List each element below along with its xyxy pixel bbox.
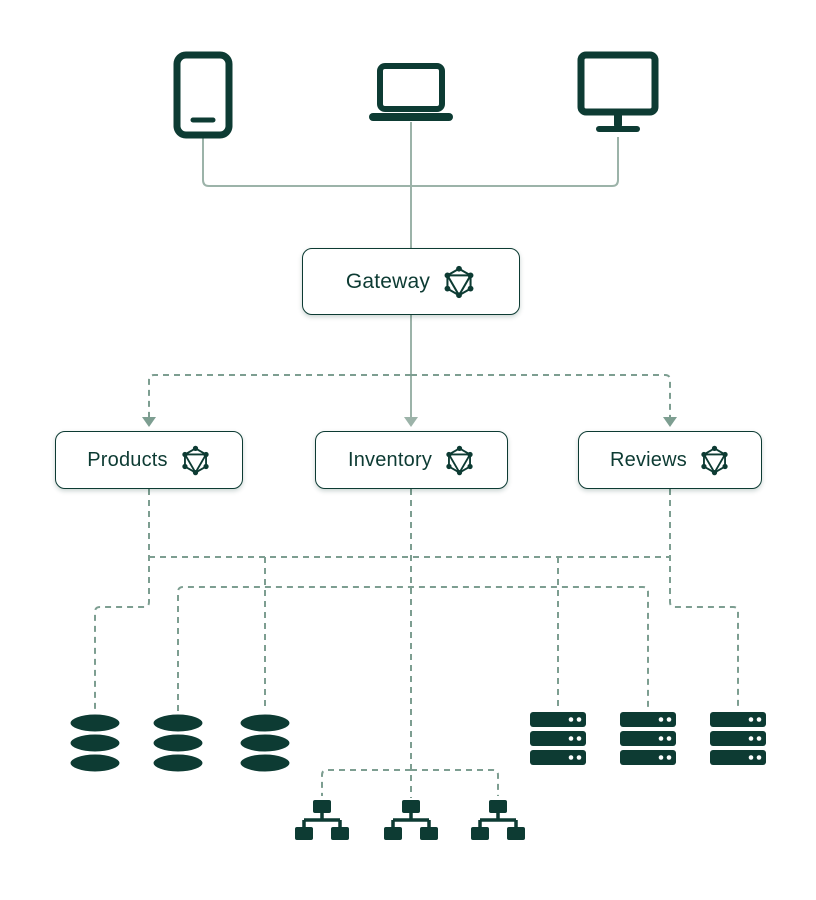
arrowhead-inventory (404, 417, 418, 427)
products-to-db1-line (94, 489, 150, 711)
gateway-connector-lines (142, 315, 677, 427)
gateway-to-reviews-line (411, 374, 671, 419)
laptop-icon (369, 63, 453, 121)
network-icon (471, 800, 525, 840)
graphql-icon (701, 445, 728, 475)
server-icons (530, 712, 766, 765)
graphql-icon (446, 445, 473, 475)
hub-bus-left-line (321, 769, 411, 796)
server-icon (530, 712, 586, 765)
reviews-label: Reviews (610, 448, 687, 471)
network-icon (384, 800, 438, 840)
inventory-service-node: Inventory (315, 431, 508, 489)
database-icons (67, 711, 293, 775)
database-icon (150, 711, 206, 775)
reviews-service-node: Reviews (578, 431, 762, 489)
desktop-icon (577, 51, 659, 132)
network-icon (295, 800, 349, 840)
products-label: Products (87, 448, 168, 471)
gateway-node: Gateway (302, 248, 520, 315)
service-backend-lines (94, 489, 739, 798)
gateway-label: Gateway (345, 269, 431, 293)
reviews-to-server3-line (669, 489, 739, 710)
arrowhead-reviews (663, 417, 677, 427)
products-service-node: Products (55, 431, 243, 489)
database-icon (67, 711, 123, 775)
server-icon (710, 712, 766, 765)
graphql-icon (182, 445, 209, 475)
client-connector-lines (202, 122, 619, 248)
hub-bus-right-line (411, 769, 499, 796)
tablet-icon (173, 51, 233, 139)
arrowhead-products (142, 417, 156, 427)
client-devices (173, 51, 659, 139)
server-icon (620, 712, 676, 765)
graphql-icon (444, 265, 474, 298)
network-icons (295, 800, 525, 840)
gateway-to-products-line (148, 374, 411, 419)
database-icon (237, 711, 293, 775)
inventory-label: Inventory (347, 448, 433, 471)
bus-lower-line (177, 586, 649, 711)
